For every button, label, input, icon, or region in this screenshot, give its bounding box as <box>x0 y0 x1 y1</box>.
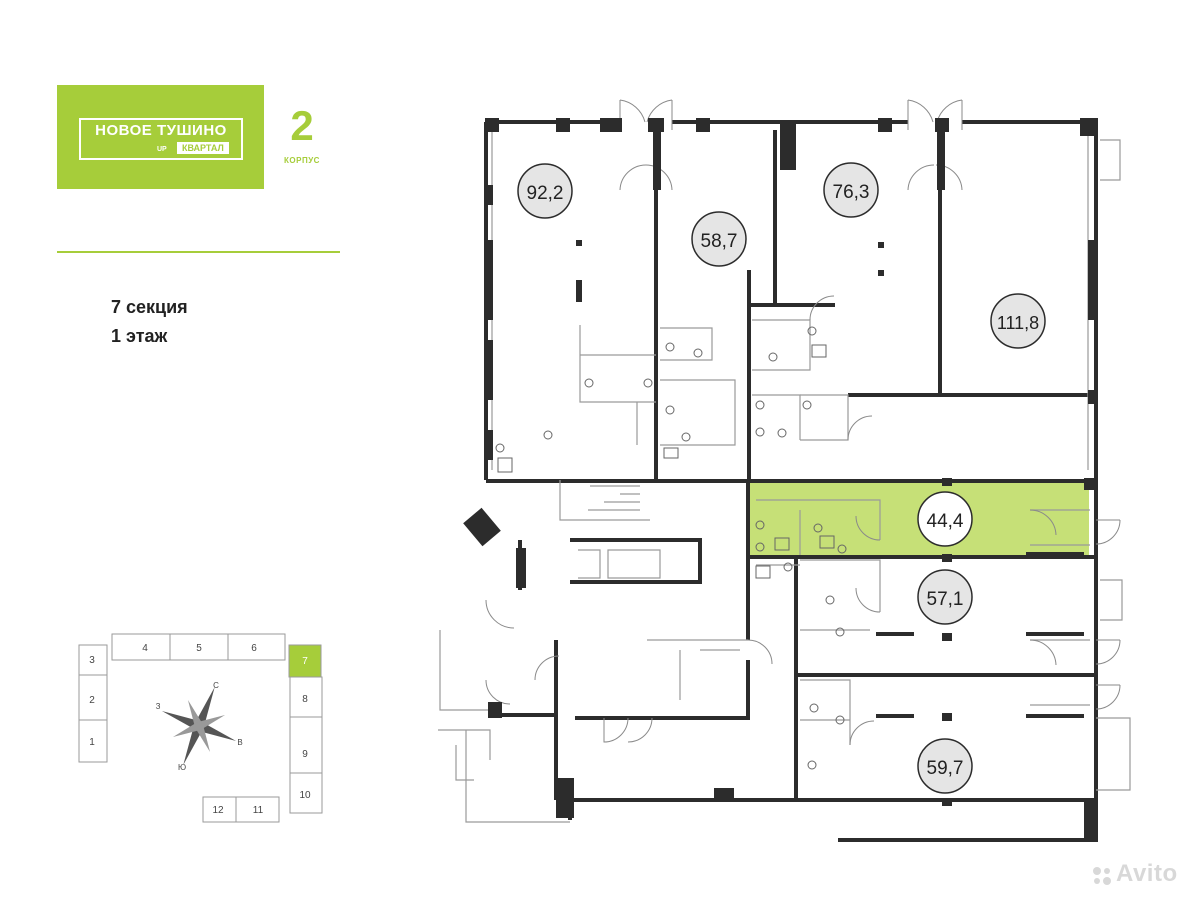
keymap-section-7: 7 <box>302 656 308 667</box>
key-map: 3 2 1 4 5 6 7 8 9 10 12 11 С В Ю З <box>78 633 323 823</box>
header-divider <box>57 251 340 253</box>
unit-922[interactable]: 92,2 <box>517 163 573 219</box>
unit-area-763: 76,3 <box>833 182 870 203</box>
brand-kvartal: КВАРТАЛ <box>177 142 229 154</box>
keymap-section-3: 3 <box>89 655 95 666</box>
building-badge: 2 КОРПУС <box>266 87 338 187</box>
unit-area-1118: 111,8 <box>997 313 1039 333</box>
unit-area-444: 44,4 <box>927 511 964 532</box>
section-label: 7 секция <box>111 297 188 317</box>
unit-1118[interactable]: 111,8 <box>990 293 1046 349</box>
pillars <box>463 118 1098 842</box>
unit-763[interactable]: 76,3 <box>823 162 879 218</box>
keymap-section-2: 2 <box>89 695 95 706</box>
compass-west: З <box>156 702 161 711</box>
keymap-section-5: 5 <box>196 643 202 654</box>
unit-587[interactable]: 58,7 <box>691 211 747 267</box>
building-number: 2 <box>290 102 314 149</box>
brand-logo: НОВОЕ ТУШИНО UP КВАРТАЛ 2 КОРПУС <box>57 85 340 189</box>
floor-label: 1 этаж <box>111 326 168 346</box>
unit-area-571: 57,1 <box>927 589 964 610</box>
keymap-section-6: 6 <box>251 643 257 654</box>
brand-name: НОВОЕ ТУШИНО <box>95 122 227 139</box>
logo-frame <box>79 118 243 160</box>
unit-444[interactable]: 44,4 <box>917 491 973 547</box>
watermark: Avito <box>1116 860 1178 887</box>
unit-labels: 92,2 58,7 76,3 111,8 44,4 57,1 59,7 <box>517 162 1046 794</box>
unit-597[interactable]: 59,7 <box>917 738 973 794</box>
keymap-section-12: 12 <box>212 805 224 816</box>
compass-icon <box>161 687 237 765</box>
keymap-section-11: 11 <box>253 805 264 816</box>
unit-area-597: 59,7 <box>927 758 964 779</box>
current-section-highlight <box>288 644 322 678</box>
brand-up: UP <box>157 146 167 153</box>
door-swings <box>485 99 1121 746</box>
walls <box>484 120 1098 842</box>
unit-area-922: 92,2 <box>527 183 564 204</box>
unit-area-587: 58,7 <box>701 231 738 252</box>
compass-east: В <box>237 738 242 747</box>
compass-south: Ю <box>178 763 186 772</box>
avito-logo-icon <box>1093 867 1111 885</box>
compass-north: С <box>213 681 219 690</box>
keymap-section-4: 4 <box>142 643 148 654</box>
keymap-section-8: 8 <box>302 694 308 705</box>
thin-lines <box>438 130 1131 823</box>
unit-571[interactable]: 57,1 <box>917 569 973 625</box>
keymap-section-1: 1 <box>89 737 95 748</box>
keymap-section-10: 10 <box>299 790 311 801</box>
logo-green-panel: НОВОЕ ТУШИНО UP КВАРТАЛ <box>57 85 264 189</box>
keymap-section-9: 9 <box>302 749 308 760</box>
fixtures <box>495 326 847 770</box>
building-label: КОРПУС <box>284 156 320 165</box>
